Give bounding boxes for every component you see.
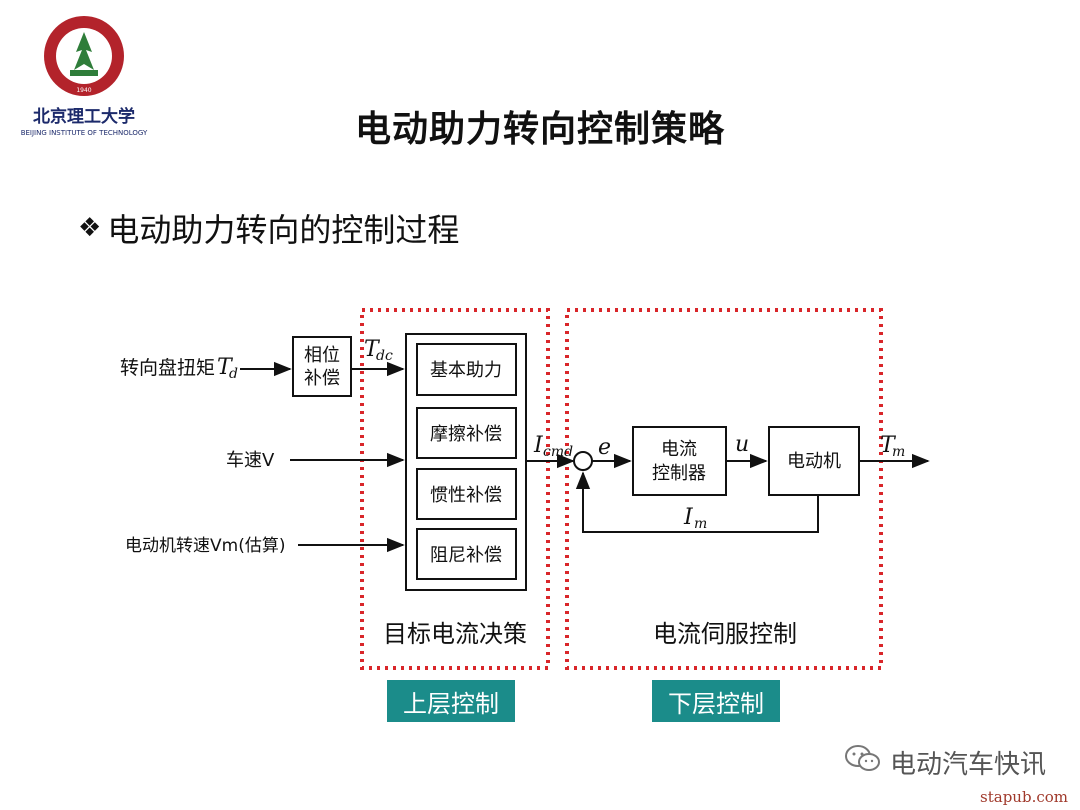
im-subscript: m (694, 516, 707, 532)
steering-torque-label: 转向盘扭矩 (120, 357, 215, 379)
motor-block (768, 426, 860, 496)
tdc-symbol: T (364, 337, 381, 362)
bullet-text: 电动助力转向的控制过程 (107, 211, 460, 249)
logo-year: 1940 (76, 87, 91, 94)
vehicle-speed-label: 车速V (226, 450, 275, 471)
u-symbol: u (735, 432, 749, 457)
wechat-icon (844, 744, 882, 781)
feedback-line (575, 471, 819, 533)
page-title: 电动助力转向控制策略 (354, 109, 725, 150)
lower-group-label: 电流伺服控制 (653, 620, 797, 648)
logo-text-en: BEIJING INSTITUTE OF TECHNOLOGY (21, 129, 148, 137)
watermark-text: 电动汽车快讯 (889, 750, 1046, 780)
phase-comp-block (292, 336, 352, 397)
current-controller-line2: 控制器 (652, 463, 706, 484)
e-symbol: e (598, 435, 611, 460)
watermark: 电动汽车快讯 (844, 744, 1046, 781)
basic-assist-block (416, 343, 517, 396)
logo-text-cn: 北京理工大学 (33, 106, 135, 127)
upper-control-tag: 上层控制 (387, 680, 515, 722)
phase-comp-line1: 相位 (304, 345, 340, 366)
motor-speed-label: 电动机转速Vm(估算) (125, 536, 285, 556)
summing-junction (573, 451, 593, 471)
lower-control-tag: 下层控制 (652, 680, 780, 722)
motor-label: 电动机 (787, 451, 841, 472)
diamond-bullet-icon: ❖ (78, 213, 102, 243)
phase-comp-line2: 补偿 (304, 368, 340, 389)
basic-assist-label: 基本助力 (430, 360, 502, 381)
im-symbol: I (683, 505, 694, 530)
inertia-comp-block (416, 468, 517, 520)
upper-group-label: 目标电流决策 (383, 620, 527, 648)
icmd-subscript: cmd (543, 444, 573, 460)
tdc-subscript: dc (376, 348, 393, 364)
td-symbol: T (217, 355, 234, 380)
damping-comp-label: 阻尼补偿 (430, 545, 502, 566)
tm-subscript: m (892, 444, 905, 460)
current-controller-block (632, 426, 727, 496)
site-url: stapub.com (980, 788, 1068, 806)
bullet-line: ❖ 电动助力转向的控制过程 (78, 205, 459, 251)
university-logo: 1940 北京理工大学 BEIJING INSTITUTE OF TECHNOL… (14, 14, 154, 139)
tm-symbol: T (880, 433, 897, 458)
icmd-symbol: I (533, 433, 544, 458)
friction-comp-block (416, 407, 517, 459)
friction-comp-label: 摩擦补偿 (430, 424, 502, 445)
damping-comp-block (416, 528, 517, 580)
inertia-comp-label: 惯性补偿 (430, 485, 502, 506)
td-subscript: d (229, 366, 238, 382)
current-controller-line1: 电流 (661, 439, 697, 460)
